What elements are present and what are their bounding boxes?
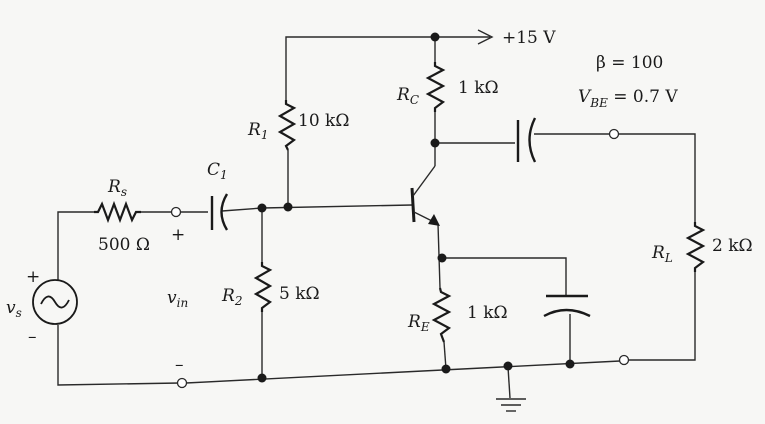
open-terminals	[170, 128, 630, 389]
output-terminal-top	[608, 128, 620, 140]
resistor-rl-symbol	[685, 222, 706, 272]
re-label: RE	[407, 312, 430, 334]
source-plus-label: +	[26, 267, 40, 287]
source-label: vs	[6, 298, 22, 320]
vbe-label: VBE = 0.7 V	[578, 87, 678, 110]
output-terminal-bottom	[618, 354, 630, 366]
source-minus-label: –	[28, 327, 37, 347]
resistor-r2-symbol	[253, 262, 273, 312]
rc-label: RC	[396, 85, 419, 107]
input-plus-label: +	[171, 225, 185, 245]
rl-value: 2 kΩ	[712, 236, 753, 256]
bypass-capacitor-symbol	[543, 294, 591, 318]
input-terminal-bottom	[176, 377, 188, 389]
input-voltage-label: vin	[167, 288, 188, 310]
rs-value: 500 Ω	[98, 235, 150, 255]
junction-dot	[437, 253, 447, 263]
output-capacitor-symbol	[516, 117, 537, 163]
junction-dot	[257, 373, 267, 383]
junction-dot	[430, 32, 440, 42]
resistor-rs-symbol	[94, 200, 141, 224]
input-minus-label: –	[175, 355, 184, 375]
junction-dots	[257, 32, 575, 383]
rc-value: 1 kΩ	[458, 78, 499, 98]
junction-dot	[257, 203, 267, 213]
wires	[57, 36, 696, 399]
rl-label: RL	[651, 243, 673, 265]
supply-arrow	[477, 29, 494, 45]
resistor-re-symbol	[431, 287, 452, 343]
rs-label: Rs	[107, 177, 127, 199]
resistor-rc-symbol	[425, 62, 446, 112]
input-terminal-top	[170, 206, 182, 218]
junction-dot	[503, 361, 513, 371]
junction-dot	[430, 138, 440, 148]
c1-label: C1	[207, 160, 228, 182]
r1-value: 10 kΩ	[298, 111, 349, 131]
junction-dot	[283, 202, 293, 212]
ac-source-symbol	[32, 279, 78, 325]
r2-value: 5 kΩ	[279, 284, 320, 304]
r1-label: R1	[247, 120, 268, 142]
beta-label: β = 100	[596, 53, 663, 73]
npn-transistor-symbol	[410, 165, 440, 226]
re-value: 1 kΩ	[467, 303, 508, 323]
capacitor-c1-symbol	[210, 193, 229, 231]
r2-label: R2	[221, 286, 242, 308]
resistor-r1-symbol	[277, 100, 297, 151]
supply-voltage-label: +15 V	[502, 28, 556, 48]
junction-dot	[441, 364, 451, 374]
ground-symbol	[496, 398, 526, 412]
junction-dot	[565, 359, 575, 369]
